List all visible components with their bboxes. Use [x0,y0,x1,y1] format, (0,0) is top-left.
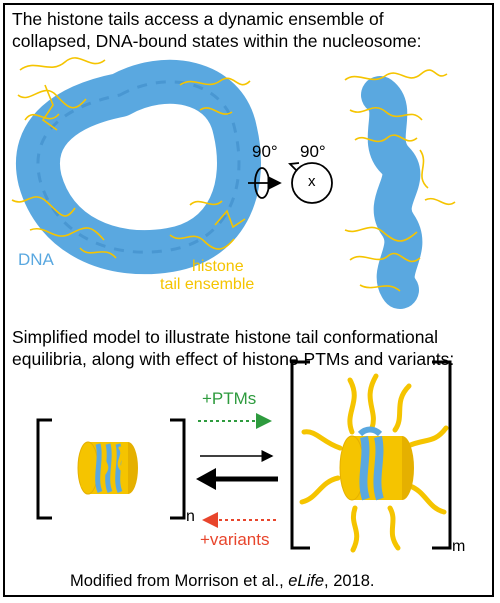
subscript-m: m [452,538,466,555]
tail-ensemble-top [11,57,251,259]
ptms-label: +PTMs [202,389,257,408]
header-line-1: The histone tails access a dynamic ensem… [12,9,384,29]
model-line-2: equilibria, along with effect of histone… [12,349,455,369]
dna-label: DNA [18,250,54,269]
variants-label: +variants [200,530,270,549]
rotation-label-1: 90° [252,142,278,161]
right-state [290,360,452,553]
rotation-label-2: 90° [300,142,326,161]
collapsed-nucleosome [77,441,138,495]
equilibrium-arrows [196,413,278,528]
nucleosome-top-view [11,57,261,275]
header-line-2: collapsed, DNA-bound states within the n… [12,31,422,51]
left-state [36,418,186,520]
citation-prefix: Modified from Morrison et al., [70,572,289,590]
citation-suffix: , 2018. [324,572,375,590]
rotation-symbols [248,162,333,204]
model-line-1: Simplified model to illustrate histone t… [12,327,439,347]
nucleosome-side-view [344,69,456,309]
rotation-axis-label: x [308,173,316,190]
citation-journal: eLife [288,572,325,590]
citation: Modified from Morrison et al., eLife, 20… [70,570,375,592]
extended-nucleosome [299,373,449,553]
histone-label-line-1: histone [192,258,244,275]
figure-frame [3,3,494,597]
tail-ensemble-side [344,69,456,292]
subscript-n: n [186,508,195,525]
histone-label-line-2: tail ensemble [160,276,255,293]
